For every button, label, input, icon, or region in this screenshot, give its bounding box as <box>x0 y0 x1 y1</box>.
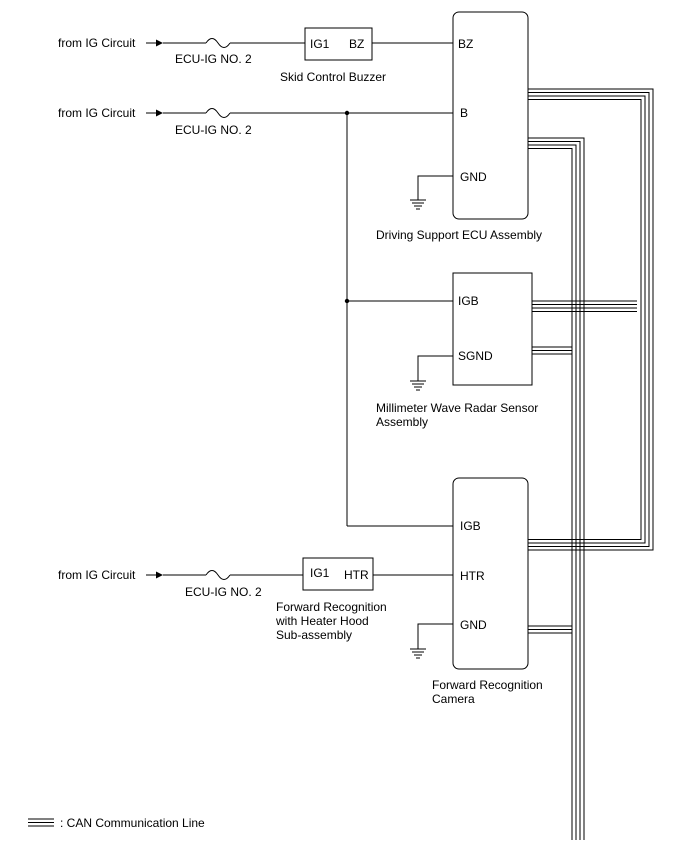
radar-pin-igb: IGB <box>458 294 479 308</box>
radar-name-line1: Millimeter Wave Radar Sensor <box>376 401 538 415</box>
source-label-2: from IG Circuit <box>58 106 136 120</box>
fuse-label-1: ECU-IG NO. 2 <box>175 52 252 66</box>
skid-control-buzzer-box <box>304 27 373 61</box>
buzzer-pin-bz: BZ <box>349 37 364 51</box>
camera-pin-htr: HTR <box>460 569 485 583</box>
legend-label: : CAN Communication Line <box>60 816 205 830</box>
heater-name-line1: Forward Recognition <box>276 600 387 614</box>
arrow-icon <box>146 109 163 117</box>
fuse-icon <box>205 38 231 48</box>
radar-pin-sgnd: SGND <box>458 349 493 363</box>
camera-pin-igb: IGB <box>460 519 481 533</box>
heater-pin-ig1: IG1 <box>310 566 330 580</box>
fuse-icon <box>205 570 231 580</box>
fuse-icon <box>205 108 231 118</box>
radar-sensor-box <box>452 272 533 386</box>
camera-pin-gnd: GND <box>460 618 487 632</box>
source-label-3: from IG Circuit <box>58 568 136 582</box>
ecu-pin-gnd: GND <box>460 170 487 184</box>
ecu-pin-b: B <box>460 106 468 120</box>
ground-icon <box>410 648 426 659</box>
fuse-label-2: ECU-IG NO. 2 <box>175 123 252 137</box>
camera-name-line2: Camera <box>432 692 475 706</box>
buzzer-pin-ig1: IG1 <box>310 37 330 51</box>
driving-support-ecu-box <box>452 11 529 220</box>
heater-name-line3: Sub-assembly <box>276 628 352 642</box>
can-line-legend-icon <box>28 818 54 827</box>
ground-icon <box>410 380 426 391</box>
fuse-label-3: ECU-IG NO. 2 <box>185 585 262 599</box>
can-communication-lines <box>528 88 654 840</box>
ground-icon <box>410 199 426 210</box>
ecu-pin-bz: BZ <box>458 37 473 51</box>
junction-dot-icon <box>344 110 350 116</box>
arrow-icon <box>146 39 163 47</box>
radar-name-line2: Assembly <box>376 415 428 429</box>
ecu-name: Driving Support ECU Assembly <box>376 228 542 242</box>
heater-name-line2: with Heater Hood <box>275 614 369 628</box>
source-label-1: from IG Circuit <box>58 36 136 50</box>
camera-name-line1: Forward Recognition <box>432 678 543 692</box>
buzzer-name: Skid Control Buzzer <box>280 70 386 84</box>
heater-hood-box <box>302 557 374 591</box>
camera-box <box>452 477 529 670</box>
arrow-icon <box>146 571 163 579</box>
heater-pin-htr: HTR <box>344 568 369 582</box>
